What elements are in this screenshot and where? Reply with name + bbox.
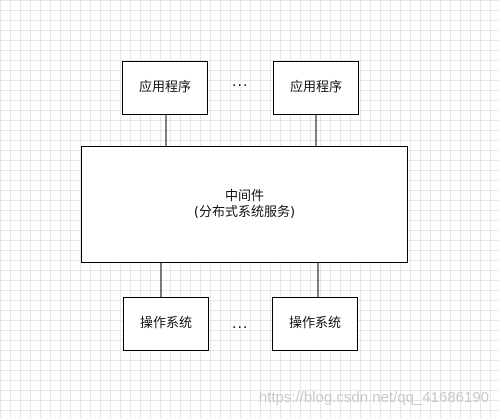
application-node-right: 应用程序 <box>273 61 359 115</box>
ellipsis-bottom: ··· <box>232 320 249 336</box>
ellipsis-top: ··· <box>232 78 249 94</box>
application-node-right-label: 应用程序 <box>289 80 342 95</box>
middleware-node-title: 中间件 <box>224 188 264 204</box>
watermark-text: https://blog.csdn.net/qq_41686190 <box>258 389 489 406</box>
application-node-left: 应用程序 <box>122 61 208 115</box>
application-node-left-label: 应用程序 <box>138 80 191 95</box>
os-node-right: 操作系统 <box>272 297 358 351</box>
os-node-right-label: 操作系统 <box>288 316 341 331</box>
middleware-node-subtitle: (分布式系统服务) <box>193 204 296 220</box>
middleware-node: 中间件 (分布式系统服务) <box>81 146 408 263</box>
os-node-left-label: 操作系统 <box>139 316 192 331</box>
os-node-left: 操作系统 <box>123 297 209 351</box>
